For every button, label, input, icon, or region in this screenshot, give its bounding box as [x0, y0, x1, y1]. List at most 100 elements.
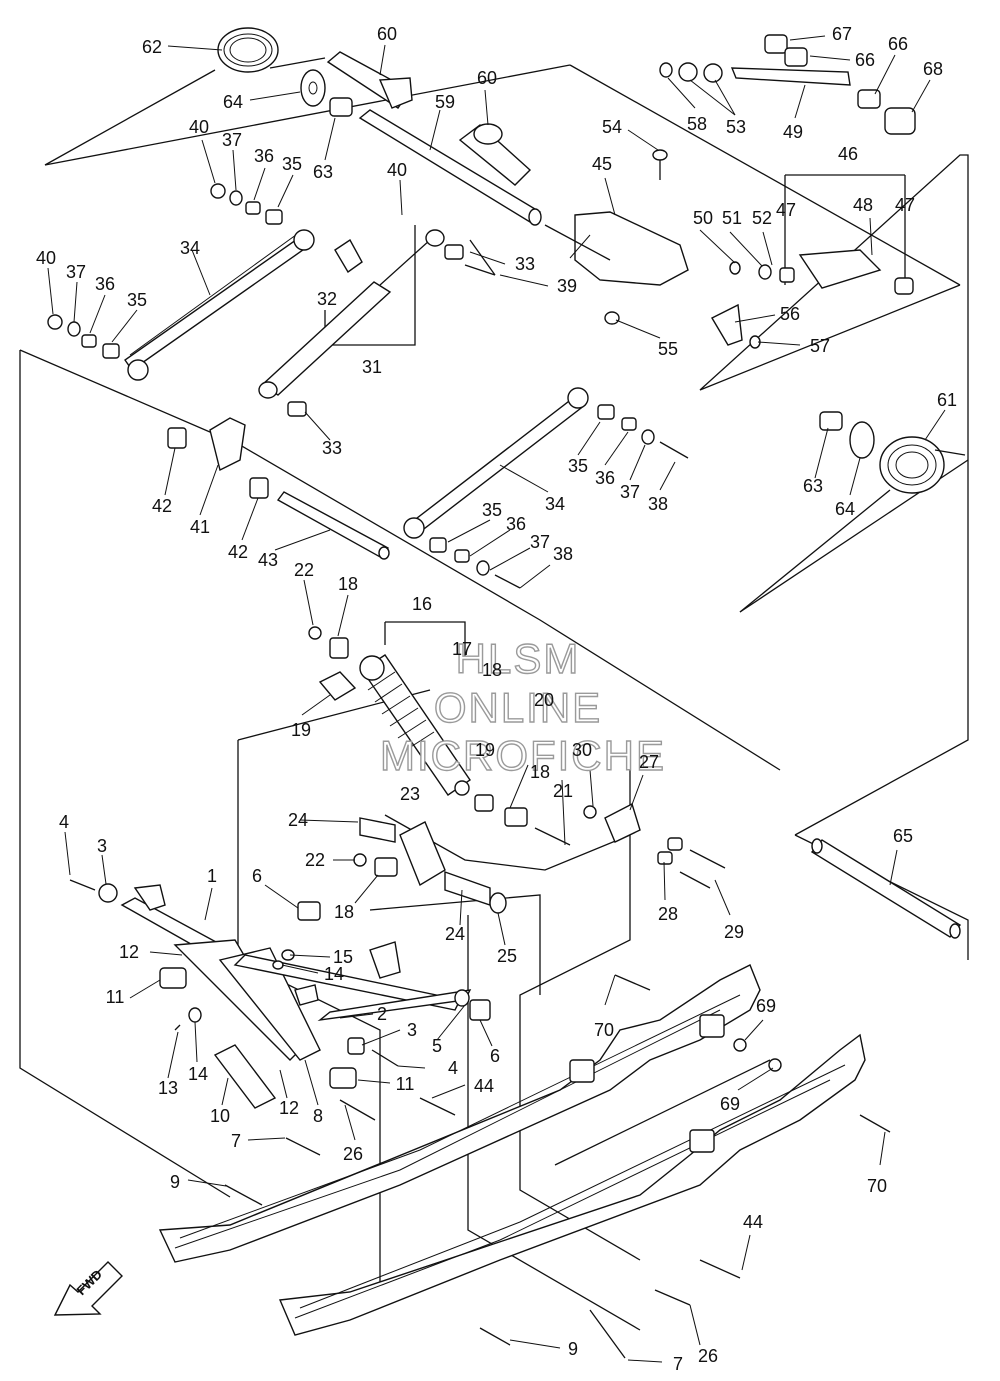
callout-37: 37 — [222, 130, 242, 150]
callout-47: 47 — [776, 200, 796, 220]
callout-35b: 35 — [127, 290, 147, 310]
callout-17: 17 — [452, 639, 472, 659]
slide-rail-left — [158, 964, 761, 1263]
bushing-33a — [444, 244, 464, 260]
callout-2: 2 — [377, 1004, 387, 1024]
hardware-stack-left-bottom — [47, 314, 120, 359]
shaft-59 — [358, 109, 542, 226]
callout-54: 54 — [602, 117, 622, 137]
callout-13: 13 — [158, 1078, 178, 1098]
callout-47b: 47 — [895, 195, 915, 215]
callout-24b: 24 — [445, 924, 465, 944]
callout-29: 29 — [724, 922, 744, 942]
callout-33: 33 — [515, 254, 535, 274]
callout-41: 41 — [190, 517, 210, 537]
callout-6b: 6 — [490, 1046, 500, 1066]
callout-66: 66 — [855, 50, 875, 70]
arm-bracket-41 — [167, 417, 390, 560]
callout-40: 40 — [189, 117, 209, 137]
callout-22: 22 — [294, 560, 314, 580]
watermark: HLSM ONLINE MICROFICHE — [379, 634, 666, 779]
callout-12b: 12 — [279, 1098, 299, 1118]
callout-19: 19 — [291, 720, 311, 740]
callout-23: 23 — [400, 784, 420, 804]
callout-18b: 18 — [482, 660, 502, 680]
callout-8: 8 — [313, 1106, 323, 1126]
callout-18: 18 — [338, 574, 358, 594]
callout-44: 44 — [474, 1076, 494, 1096]
callout-30: 30 — [572, 740, 592, 760]
callout-39: 39 — [557, 276, 577, 296]
callout-36: 36 — [254, 146, 274, 166]
callout-36b: 36 — [95, 274, 115, 294]
callout-63: 63 — [313, 162, 333, 182]
callout-21: 21 — [553, 781, 573, 801]
hardware-stack-mid-bottom — [429, 537, 521, 589]
callout-35c: 35 — [568, 456, 588, 476]
callout-31: 31 — [362, 357, 382, 377]
callout-37c: 37 — [620, 482, 640, 502]
callout-9: 9 — [170, 1172, 180, 1192]
callout-27: 27 — [639, 752, 659, 772]
rear-arm-34-upper — [124, 229, 315, 381]
callout-50: 50 — [693, 208, 713, 228]
callout-7: 7 — [231, 1131, 241, 1151]
callout-49: 49 — [783, 122, 803, 142]
callout-58: 58 — [687, 114, 707, 134]
torsion-spring-left — [44, 27, 326, 166]
callout-67: 67 — [832, 24, 852, 44]
bushing-63 — [329, 97, 353, 117]
callout-25: 25 — [497, 946, 517, 966]
part-callouts: 62 60 60 64 59 63 40 37 36 35 40 34 40 3… — [36, 24, 957, 1374]
callout-43: 43 — [258, 550, 278, 570]
callout-35: 35 — [282, 154, 302, 174]
callout-3: 3 — [97, 836, 107, 856]
callout-44b: 44 — [743, 1212, 763, 1232]
damper-cover-32 — [334, 238, 363, 274]
callout-35d: 35 — [482, 500, 502, 520]
pivot-assembly-right — [544, 34, 916, 349]
callout-42b: 42 — [228, 542, 248, 562]
callout-14b: 14 — [188, 1064, 208, 1084]
callout-70: 70 — [594, 1020, 614, 1040]
hardware-stack-mid-right — [597, 404, 689, 459]
callout-65: 65 — [893, 826, 913, 846]
rear-arm-34-lower — [403, 387, 589, 539]
callout-11: 11 — [106, 987, 125, 1007]
callout-60: 60 — [377, 24, 397, 44]
callout-36d: 36 — [506, 514, 526, 534]
callout-34: 34 — [180, 238, 200, 258]
callout-11b: 11 — [396, 1074, 415, 1094]
callout-16: 16 — [412, 594, 432, 614]
callout-18c: 18 — [530, 762, 550, 782]
callout-37b: 37 — [66, 262, 86, 282]
callout-38: 38 — [648, 494, 668, 514]
watermark-line-3: MICROFICHE — [380, 732, 666, 779]
shaft-cover-60 — [326, 51, 413, 109]
watermark-line-2: ONLINE — [434, 684, 602, 731]
shock-absorber-16 — [308, 626, 571, 846]
callout-60b: 60 — [477, 68, 497, 88]
callout-64b: 64 — [835, 499, 855, 519]
callout-68: 68 — [923, 59, 943, 79]
callout-37d: 37 — [530, 532, 550, 552]
callout-9b: 9 — [568, 1339, 578, 1359]
callout-28: 28 — [658, 904, 678, 924]
callout-10: 10 — [210, 1106, 230, 1126]
slide-rail-right — [224, 1033, 891, 1359]
callout-70b: 70 — [867, 1176, 887, 1196]
bolt-39 — [464, 239, 496, 276]
callout-26b: 26 — [698, 1346, 718, 1366]
callout-61: 61 — [937, 390, 957, 410]
callout-53: 53 — [726, 117, 746, 137]
callout-24: 24 — [288, 810, 308, 830]
callout-4b: 4 — [448, 1058, 458, 1078]
callout-40b: 40 — [387, 160, 407, 180]
callout-34b: 34 — [545, 494, 565, 514]
callout-22b: 22 — [305, 850, 325, 870]
callout-4: 4 — [59, 812, 69, 832]
callout-59: 59 — [435, 92, 455, 112]
callout-15: 15 — [333, 947, 353, 967]
leader-lines — [47, 35, 946, 1363]
